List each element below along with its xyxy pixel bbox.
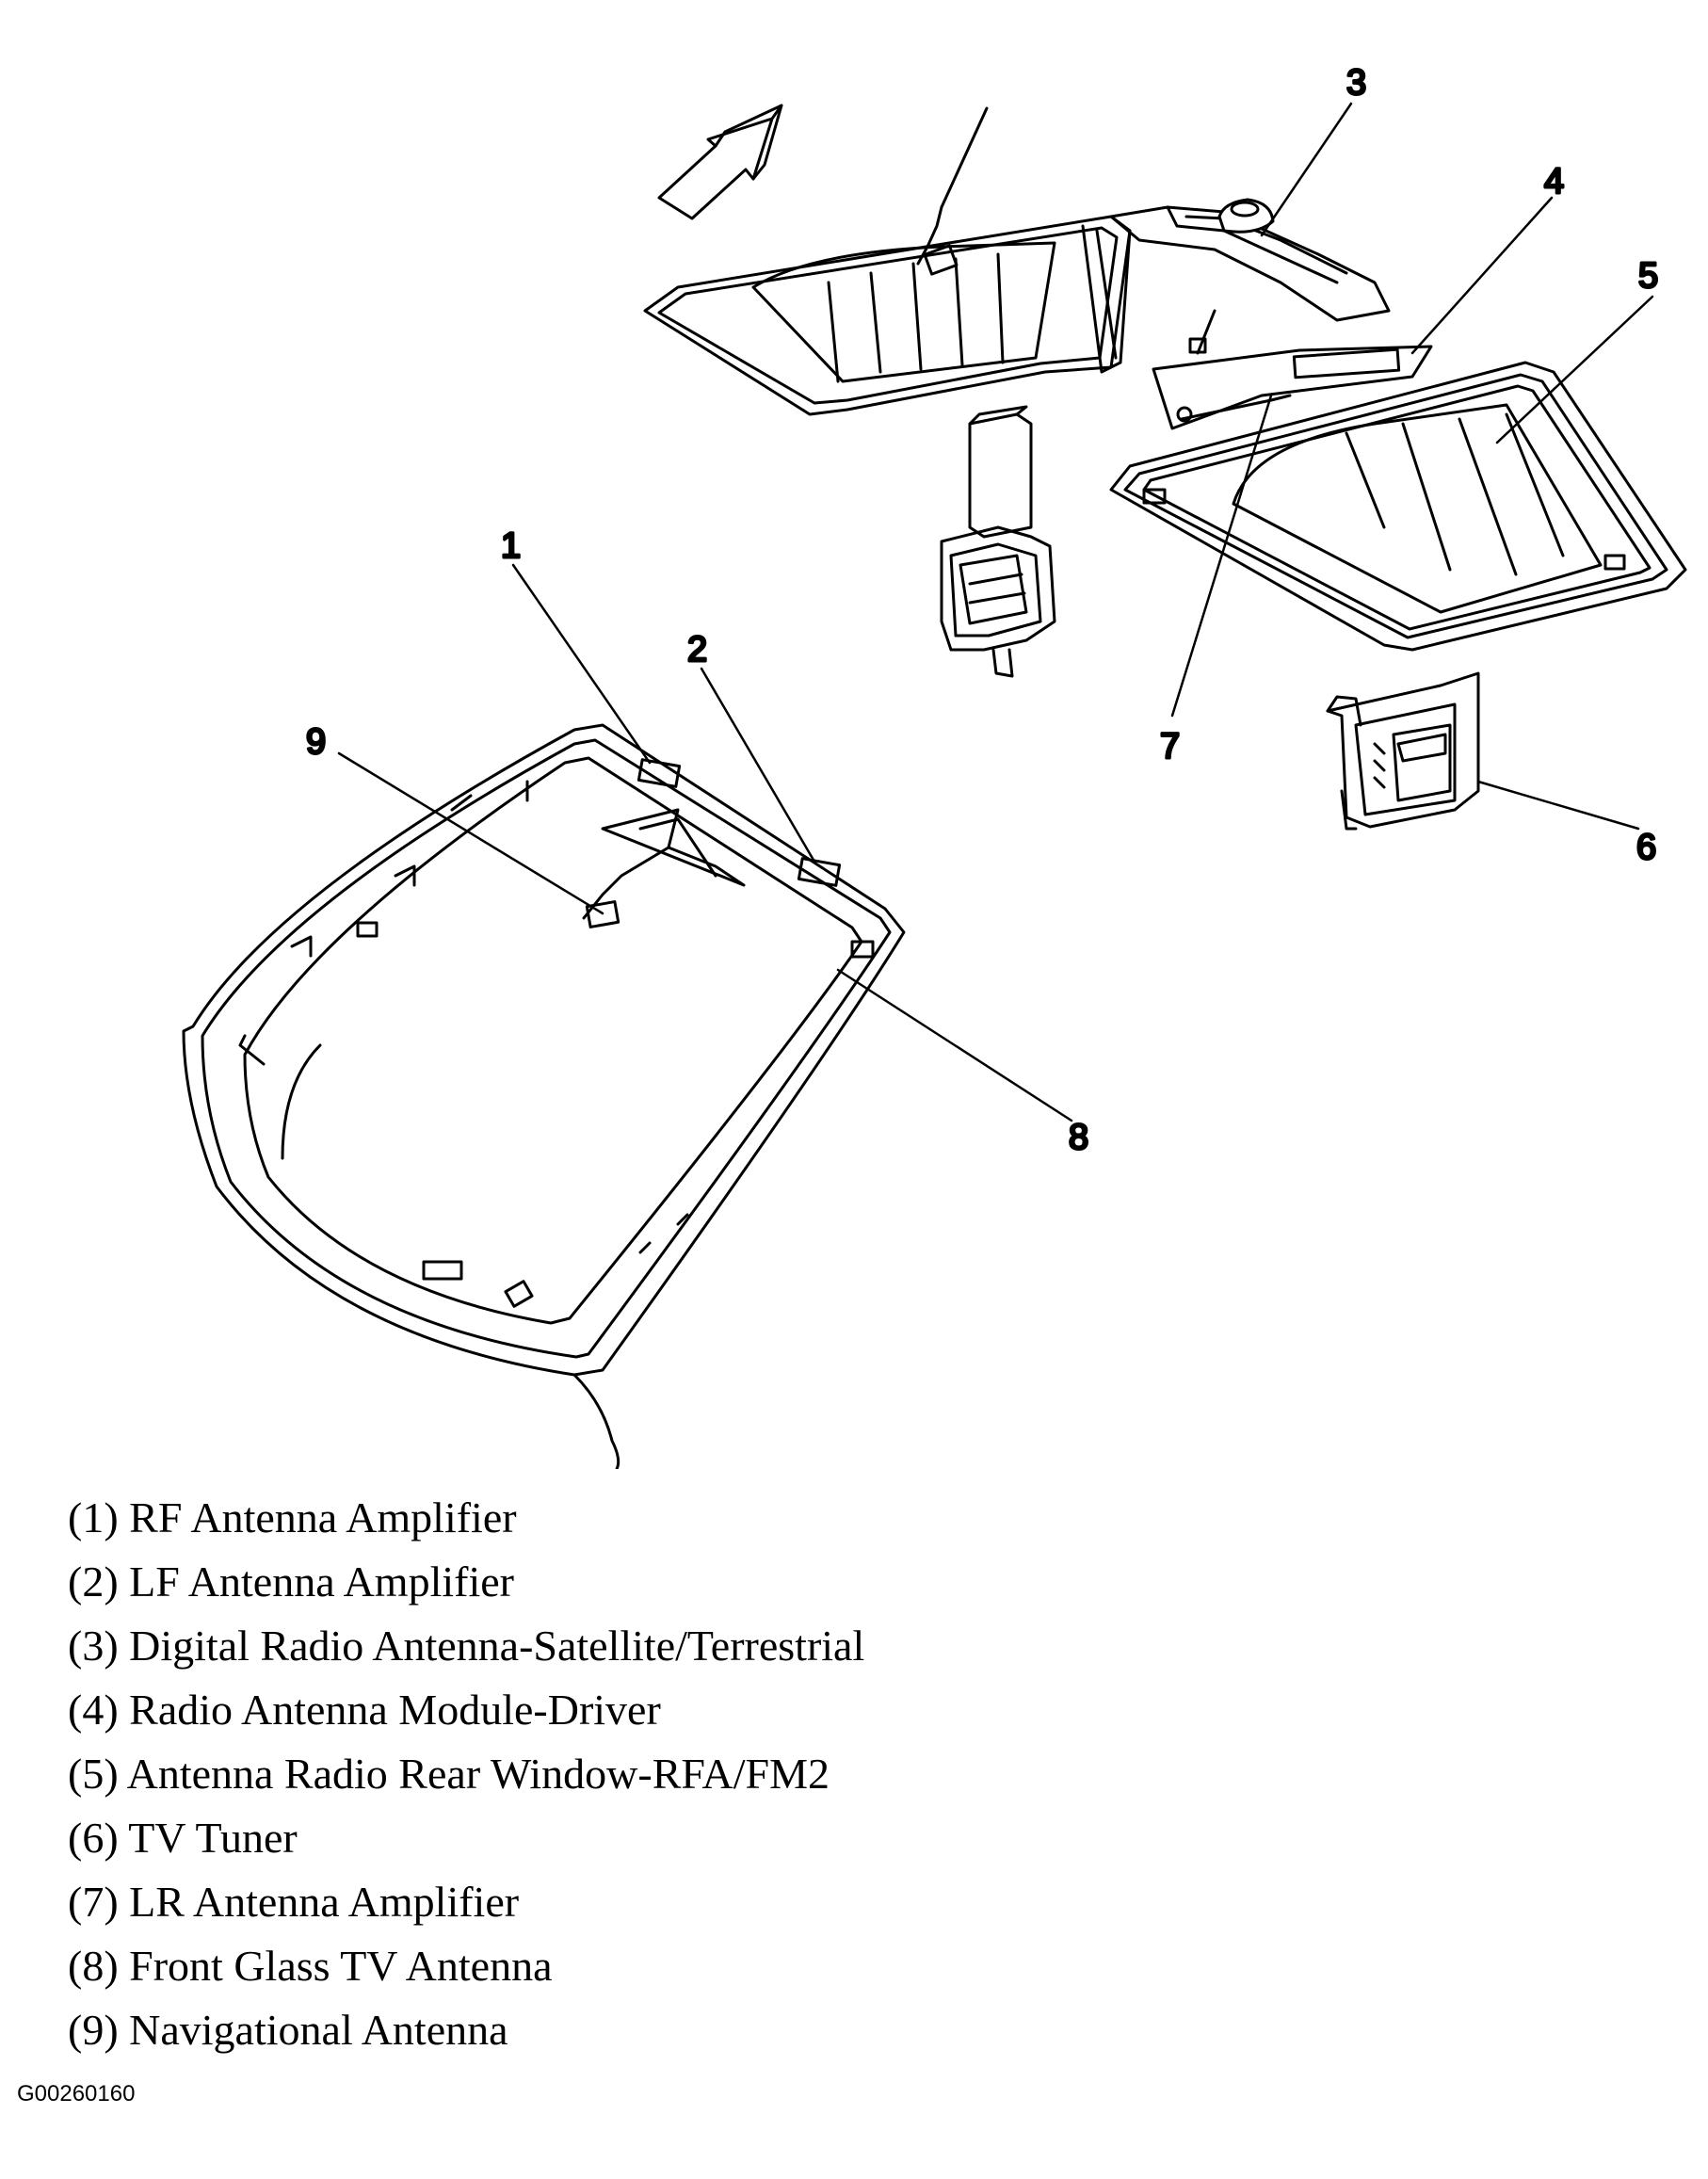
callout-6: 6 bbox=[1636, 828, 1656, 867]
center-antenna-module bbox=[940, 405, 1056, 678]
callout-1: 1 bbox=[501, 526, 521, 566]
legend-item-5: (5) Antenna Radio Rear Window-RFA/FM2 bbox=[68, 1750, 830, 1798]
callout-3: 3 bbox=[1346, 63, 1366, 103]
figure-id: G00260160 bbox=[17, 2081, 136, 2106]
radio-antenna-module-driver bbox=[1152, 309, 1433, 430]
top-antenna-cable bbox=[916, 106, 989, 276]
rear-window-antenna bbox=[1109, 361, 1687, 652]
legend-item-4: (4) Radio Antenna Module-Driver bbox=[68, 1686, 661, 1734]
callout-5: 5 bbox=[1638, 256, 1658, 296]
diagram-svg: 3 4 5 6 7 1 2 9 8 bbox=[182, 62, 1687, 1469]
callout-9: 9 bbox=[306, 722, 326, 762]
legend-item-2: (2) LF Antenna Amplifier bbox=[68, 1558, 514, 1606]
legend-item-8: (8) Front Glass TV Antenna bbox=[68, 1942, 553, 1990]
legend-item-1: (1) RF Antenna Amplifier bbox=[68, 1493, 517, 1541]
callout-8: 8 bbox=[1069, 1118, 1088, 1157]
legend-item-6: (6) TV Tuner bbox=[68, 1814, 298, 1862]
callout-labels: 3 4 5 6 7 1 2 9 8 bbox=[305, 62, 1660, 1159]
antenna-system-diagram: 3 4 5 6 7 1 2 9 8 bbox=[182, 62, 1687, 1469]
callout-7: 7 bbox=[1160, 727, 1180, 767]
callout-2: 2 bbox=[687, 630, 707, 670]
tv-tuner bbox=[1326, 671, 1480, 831]
legend-item-7: (7) LR Antenna Amplifier bbox=[68, 1878, 520, 1926]
roof-rail bbox=[1109, 198, 1391, 322]
leader-lines bbox=[337, 102, 1654, 1122]
legend-item-3: (3) Digital Radio Antenna-Satellite/Terr… bbox=[68, 1622, 865, 1670]
left-rear-quarter-window bbox=[643, 215, 1132, 416]
parts-legend: (1) RF Antenna Amplifier (2) LF Antenna … bbox=[68, 1486, 864, 2062]
legend-item-9: (9) Navigational Antenna bbox=[68, 2006, 508, 2054]
callout-4: 4 bbox=[1544, 162, 1564, 202]
windshield bbox=[182, 723, 906, 1469]
front-direction-arrow-icon bbox=[657, 104, 783, 220]
